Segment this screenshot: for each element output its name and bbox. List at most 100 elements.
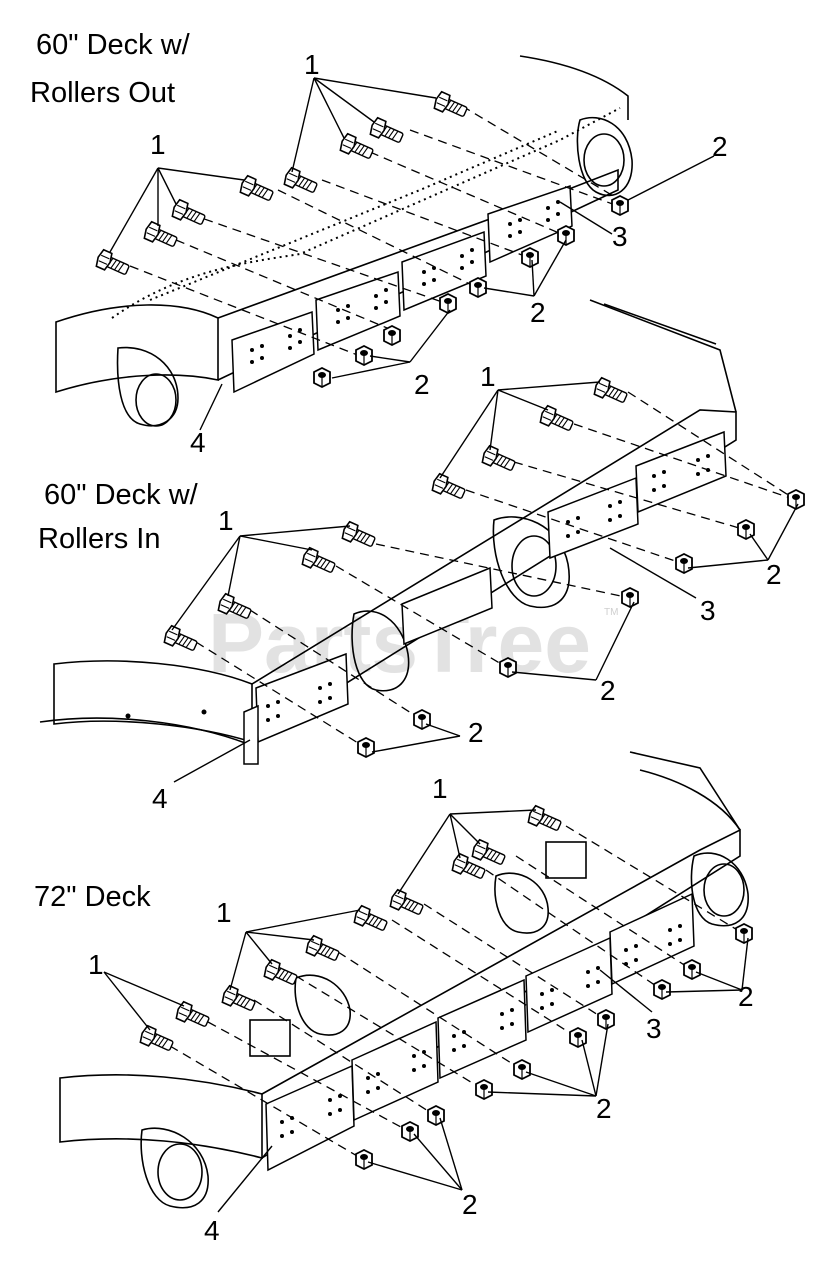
bolts	[93, 90, 470, 280]
nut	[621, 587, 639, 608]
section-title-line-2: Rollers In	[38, 523, 161, 555]
nut	[475, 1079, 493, 1100]
nut	[313, 367, 331, 388]
bolt	[261, 958, 300, 990]
baffle-plate	[609, 892, 695, 986]
callout-nut: 2	[766, 559, 782, 590]
nut	[469, 277, 487, 298]
callout-nut: 2	[712, 131, 728, 162]
baffle-plate	[315, 270, 401, 352]
bolt	[469, 838, 508, 870]
nut	[521, 247, 539, 268]
baffle-plate	[265, 1064, 355, 1172]
nut	[513, 1059, 531, 1080]
bolt-paths	[129, 105, 621, 357]
baffle-plates	[243, 430, 727, 765]
callout-nut: 2	[462, 1189, 478, 1220]
callout-bolt: 1	[150, 129, 166, 160]
baffle-plate	[401, 566, 493, 646]
bolt	[93, 248, 132, 280]
baffle-plate	[437, 978, 527, 1080]
nut	[499, 657, 517, 678]
baffle-plate	[487, 184, 573, 264]
callout-baffle: 3	[646, 1013, 662, 1044]
nut	[787, 489, 805, 510]
callout-nut: 2	[468, 717, 484, 748]
callout-nut: 2	[600, 675, 616, 706]
baffle-plate	[243, 704, 259, 765]
callout-labels: 1 1 2 3 2 2 4	[150, 49, 728, 458]
section-title-line-1: 60" Deck w/	[44, 479, 199, 511]
nut	[355, 345, 373, 366]
baffle-plate	[525, 936, 613, 1034]
bolt	[479, 444, 518, 476]
callout-bolt: 1	[480, 361, 496, 392]
callout-nut: 2	[738, 981, 754, 1012]
section-title-line-2: Rollers Out	[30, 77, 175, 109]
callout-nut: 2	[596, 1093, 612, 1124]
bolt	[525, 804, 564, 836]
bolt	[141, 220, 180, 252]
nut	[355, 1149, 373, 1170]
nut	[611, 195, 629, 216]
baffle-plate	[635, 430, 727, 514]
leader-lines	[171, 381, 799, 783]
callout-baffle: 3	[612, 221, 628, 252]
callout-bolt: 1	[88, 949, 104, 980]
nut	[413, 709, 431, 730]
callout-bolt: 1	[218, 505, 234, 536]
bolt	[387, 888, 426, 920]
bolt	[591, 376, 630, 408]
baffle-plates	[265, 892, 695, 1172]
section-60-rollers-out: 60" Deck w/ Rollers Out	[30, 29, 728, 458]
section-title: 72" Deck	[34, 881, 151, 913]
callout-labels: 1 1 3 2 2 2 4	[152, 361, 782, 814]
section-72-deck: 72" Deck	[34, 751, 754, 1246]
baffle-plate	[547, 476, 639, 560]
bolt	[281, 166, 320, 198]
callout-bolt: 1	[432, 773, 448, 804]
bolt	[351, 904, 390, 936]
baffle-plate	[351, 1020, 439, 1122]
leader-lines	[103, 809, 749, 1213]
watermark: PartsTree	[208, 596, 591, 690]
callout-nut: 2	[530, 297, 546, 328]
callout-nut: 2	[414, 369, 430, 400]
nut	[675, 553, 693, 574]
bolt	[339, 520, 378, 552]
bolt	[429, 472, 468, 504]
bolt-paths	[169, 825, 745, 1161]
nut	[439, 293, 457, 314]
bolt	[219, 984, 258, 1016]
nut	[357, 737, 375, 758]
bolt	[299, 546, 338, 578]
bolt	[161, 624, 200, 656]
bolt-paths	[195, 391, 797, 749]
mower-deck-outline	[55, 55, 633, 427]
mower-deck-outline	[59, 751, 749, 1209]
nut	[735, 923, 753, 944]
callout-end-baffle: 4	[204, 1215, 220, 1246]
nut	[597, 1009, 615, 1030]
callout-labels: 1 1 1 2 3 2 2 4	[88, 773, 754, 1246]
section-title-line-1: 60" Deck w/	[36, 29, 191, 61]
bolt	[137, 1024, 176, 1056]
bolt	[537, 404, 576, 436]
trademark: TM	[604, 607, 618, 618]
nut	[383, 325, 401, 346]
nut	[683, 959, 701, 980]
leader-lines	[109, 77, 715, 431]
callout-bolt: 1	[304, 49, 320, 80]
nut	[401, 1121, 419, 1142]
callout-bolt: 1	[216, 897, 232, 928]
callout-baffle: 3	[700, 595, 716, 626]
nut	[557, 225, 575, 246]
bolt	[173, 1000, 212, 1032]
bolt	[431, 90, 470, 122]
baffle-plate	[231, 310, 315, 394]
callout-end-baffle: 4	[152, 783, 168, 814]
callout-end-baffle: 4	[190, 427, 206, 458]
nut	[653, 979, 671, 1000]
section-60-rollers-in: 60" Deck w/ Rollers In	[38, 299, 805, 814]
